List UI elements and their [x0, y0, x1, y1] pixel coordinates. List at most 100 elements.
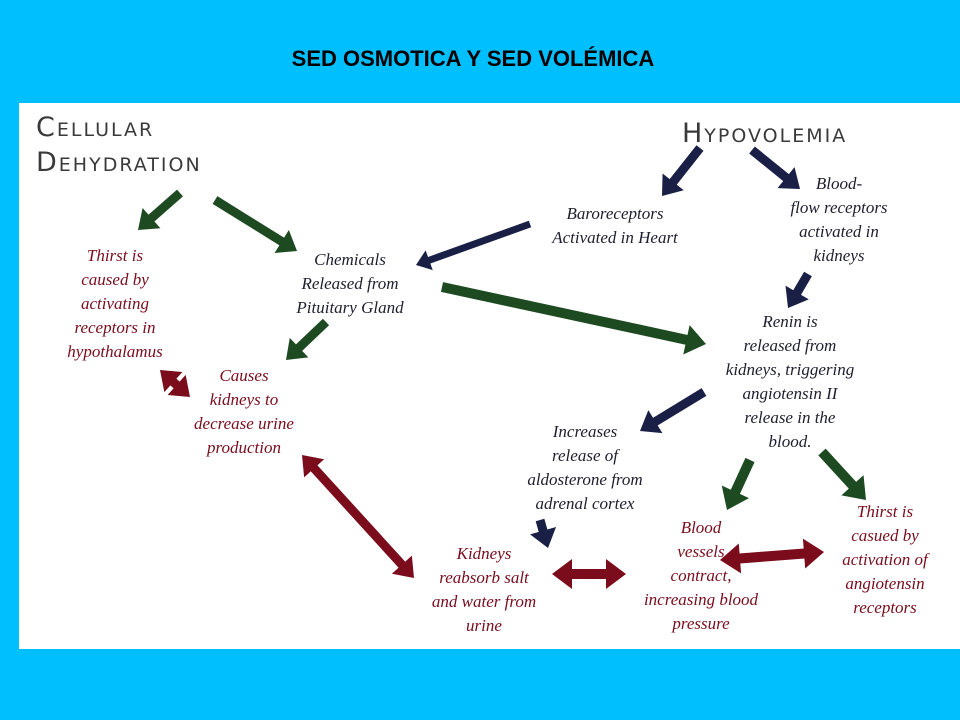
arrow-hypovol-to-baroreceptors-head: [662, 173, 684, 196]
arrow-chemicals-to-renin: [440, 282, 706, 355]
arrow-baroreceptors-to-chemicals: [416, 220, 532, 271]
arrow-vessels-thirst-double: [720, 538, 824, 574]
node-line: activating: [81, 294, 149, 313]
slide-title: SED OSMOTICA Y SED VOLÉMICA: [291, 46, 655, 71]
arrow-renin-to-aldosterone-head: [640, 410, 663, 434]
node-line: Chemicals: [314, 250, 386, 269]
arrow-cellular-to-thirst-shaft: [147, 189, 183, 223]
node-line: Blood: [680, 518, 722, 537]
node-line: release in the: [744, 408, 836, 427]
arrow-baroreceptors-to-chemicals-shaft: [426, 220, 532, 265]
node-line: angiotensin: [845, 574, 925, 593]
node-line: contract,: [670, 566, 732, 585]
node-line: blood.: [768, 432, 812, 451]
arrow-chemicals-to-kidneys-head: [286, 337, 309, 360]
node-line: caused by: [81, 270, 149, 289]
arrow-causes-reabsorb-double-shaft: [309, 463, 407, 570]
arrow-vessels-thirst-double-head: [802, 538, 824, 569]
node-line: receptors: [853, 598, 917, 617]
node-line: flow receptors: [790, 198, 888, 217]
node-renin-released: Renin is released from kidneys, triggeri…: [700, 310, 880, 454]
node-line: adrenal cortex: [535, 494, 635, 513]
arrow-hypovol-to-baroreceptors-shaft: [668, 145, 704, 187]
arrow-thirst-kidneys-double-head-start: [160, 370, 183, 393]
node-baroreceptors: Baroreceptors Activated in Heart: [530, 202, 700, 250]
node-line: pressure: [672, 614, 730, 633]
arrow-chemicals-to-kidneys: [286, 318, 330, 360]
node-blood-vessels: Blood vessels contract, increasing blood…: [626, 516, 776, 636]
arrow-reabsorb-vessels-double-head: [606, 559, 626, 589]
arrow-causes-reabsorb-double: [302, 455, 414, 578]
arrow-cellular-to-chemicals-shaft: [212, 196, 286, 247]
arrow-hypovol-to-baroreceptors: [662, 145, 704, 196]
arrow-vessels-thirst-double-head-start: [720, 543, 742, 574]
arrow-renin-to-thirst-head: [841, 475, 866, 500]
node-line: released from: [743, 336, 837, 355]
arrow-aldosterone-to-kidneys-shaft: [535, 518, 548, 534]
arrow-vessels-thirst-double-shaft: [737, 548, 807, 564]
node-line: kidneys: [813, 246, 865, 265]
arrow-cellular-to-chemicals: [212, 196, 297, 253]
heading-line: Dehydration: [36, 147, 202, 179]
node-line: Activated in Heart: [552, 228, 678, 247]
node-line: angiotensin II: [742, 384, 838, 403]
node-line: Thirst is: [86, 246, 144, 265]
heading-cellular-dehydration: Cellular Dehydration: [36, 110, 202, 180]
node-line: Baroreceptors: [566, 204, 664, 223]
node-chemicals-pituitary: Chemicals Released from Pituitary Gland: [280, 248, 420, 320]
node-line: casued by: [851, 526, 919, 545]
node-line: Thirst is: [856, 502, 914, 521]
node-line: Released from: [301, 274, 399, 293]
node-line: and water from: [431, 592, 537, 611]
node-line: hypothalamus: [67, 342, 163, 361]
arrow-renin-to-bloodvessels-head: [721, 485, 749, 510]
node-increases-aldosterone: Increases release of aldosterone from ad…: [505, 420, 665, 516]
node-kidneys-reabsorb: Kidneys reabsorb salt and water from uri…: [414, 542, 554, 638]
node-line: activated in: [799, 222, 879, 241]
arrow-cellular-to-thirst: [138, 189, 183, 230]
arrow-hypovol-to-bloodflow-shaft: [749, 146, 791, 183]
node-line: decrease urine: [194, 414, 294, 433]
arrow-chemicals-to-kidneys-shaft: [294, 318, 330, 353]
arrow-renin-to-bloodvessels-shaft: [729, 457, 755, 496]
node-line: kidneys to: [209, 390, 279, 409]
arrow-bloodflow-to-renin-head: [785, 285, 809, 308]
arrow-cellular-to-thirst-head: [138, 207, 161, 230]
arrow-bloodflow-to-renin: [785, 271, 812, 308]
arrow-chemicals-to-renin-shaft: [440, 282, 690, 346]
arrow-thirst-kidneys-double-head: [167, 374, 190, 397]
arrow-causes-reabsorb-double-head: [391, 555, 414, 578]
heading-line: Cellular: [36, 112, 155, 143]
arrow-hypovol-to-bloodflow-head: [777, 167, 800, 189]
arrow-renin-to-thirst: [818, 448, 866, 500]
node-causes-kidneys: Causes kidneys to decrease urine product…: [174, 364, 314, 460]
arrow-chemicals-to-renin-head: [683, 325, 706, 355]
node-line: increasing blood: [643, 590, 759, 609]
arrow-reabsorb-vessels-double: [552, 559, 626, 589]
heading-hypovolemia: Hypovolemia: [682, 116, 847, 151]
node-line: Kidneys: [456, 544, 512, 563]
node-line: reabsorb salt: [439, 568, 529, 587]
node-line: production: [207, 438, 281, 457]
arrow-renin-to-bloodvessels: [721, 457, 755, 510]
node-line: activation of: [842, 550, 928, 569]
arrow-aldosterone-to-kidneys-head: [530, 526, 557, 548]
node-thirst-hypothalamus: Thirst is caused by activating receptors…: [40, 244, 190, 364]
node-line: release of: [552, 446, 618, 465]
node-thirst-angiotensin: Thirst is casued by activation of angiot…: [820, 500, 950, 620]
node-line: aldosterone from: [527, 470, 643, 489]
node-bloodflow-receptors: Blood- flow receptors activated in kidne…: [764, 172, 914, 268]
node-line: kidneys, triggering: [725, 360, 855, 379]
arrow-aldosterone-to-kidneys: [530, 518, 557, 548]
node-line: urine: [466, 616, 502, 635]
arrow-renin-to-aldosterone: [640, 388, 707, 434]
arrow-cellular-to-chemicals-head: [274, 230, 297, 253]
node-line: Blood-: [815, 174, 863, 193]
arrow-reabsorb-vessels-double-head-start: [552, 559, 572, 589]
arrow-thirst-kidneys-double: [160, 370, 190, 397]
node-line: Pituitary Gland: [296, 298, 404, 317]
arrow-causes-reabsorb-double-head-start: [302, 455, 325, 478]
node-line: Renin is: [762, 312, 818, 331]
node-line: vessels: [677, 542, 725, 561]
